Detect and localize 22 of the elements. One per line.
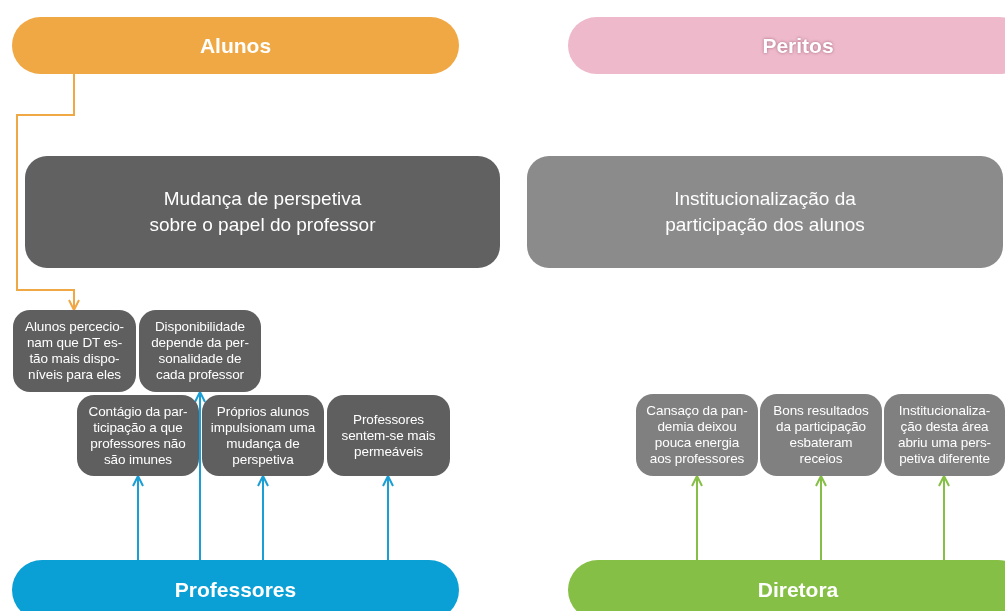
group-pill: Diretora — [568, 560, 1005, 611]
theme-box: Mudança de perspetiva sobre o papel do professor — [25, 156, 500, 268]
factor-box: Cansaço da pan- demia deixou pouca energia aos professores — [636, 394, 758, 476]
factor-box: Bons resultados da participação esbateram receios — [760, 394, 882, 476]
arrow — [257, 475, 269, 561]
arrow — [815, 475, 827, 561]
factor-box: Próprios alunos impulsionam uma mudança de perspetiva — [202, 395, 324, 476]
arrow — [194, 391, 206, 561]
group-pill: Alunos — [12, 17, 459, 74]
group-pill: Professores — [12, 560, 459, 611]
arrow — [382, 475, 394, 561]
theme-box: Institucionalização da participação dos alunos — [527, 156, 1003, 268]
arrow — [16, 73, 80, 311]
group-pill: Peritos — [568, 17, 1005, 74]
factor-box: Disponibilidade depende da per- sonalidade de cada professor — [139, 310, 261, 392]
arrow — [132, 475, 144, 561]
arrow — [938, 475, 950, 561]
arrow — [691, 475, 703, 561]
factor-box: Contágio da par- ticipação a que professores não são imunes — [77, 395, 199, 476]
factor-box: Professores sentem-se mais permeáveis — [327, 395, 450, 476]
factor-box: Institucionaliza- ção desta área abriu uma pers- petiva diferente — [884, 394, 1005, 476]
factor-box: Alunos percecio- nam que DT es- tão mais dispo- níveis para eles — [13, 310, 136, 392]
